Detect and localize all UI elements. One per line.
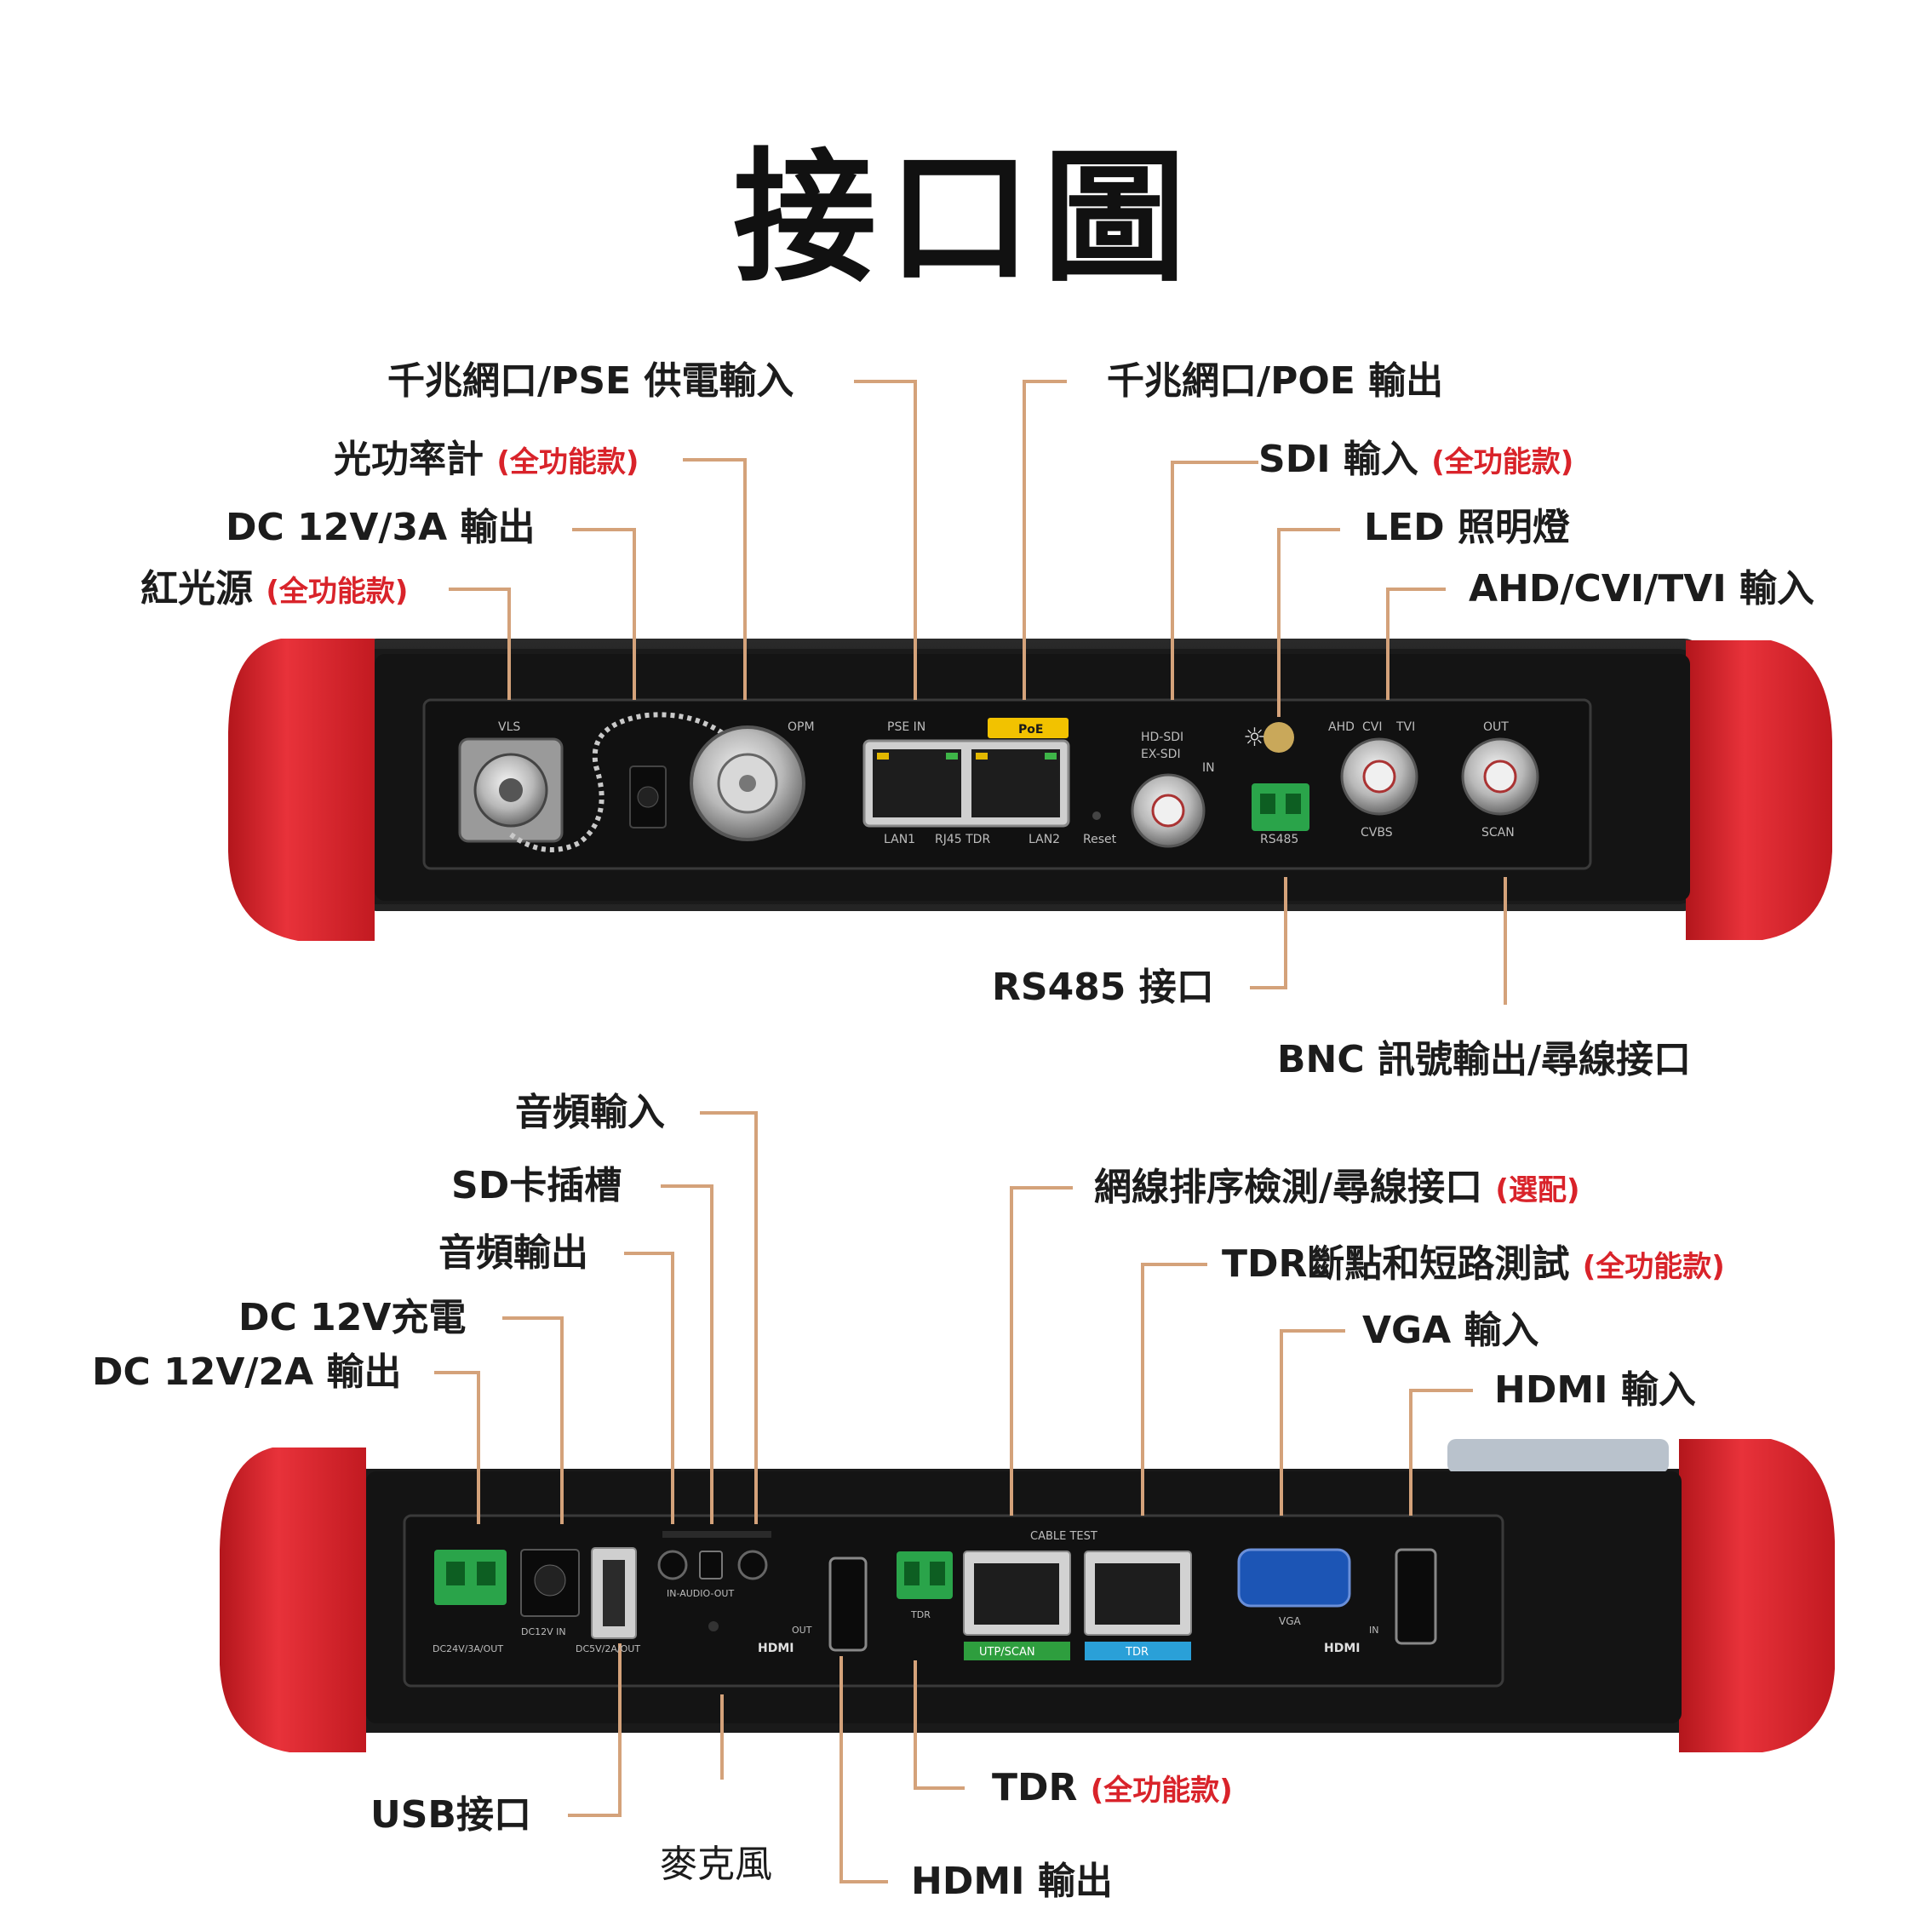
callout-tdr-break: TDR斷點和短路測試 (全功能款): [1222, 1239, 1725, 1293]
poe-badge: [988, 718, 1069, 738]
hdmi-out-silk: OUT: [792, 1625, 812, 1636]
left-bumper-top: [228, 639, 375, 941]
callout-cable-sequence-label: 網線排序檢測/尋線接口: [1094, 1166, 1483, 1209]
dc12v-in-silk: DC12V IN: [521, 1626, 566, 1637]
opm-silk: OPM: [788, 720, 815, 734]
full-version-note: (全功能款): [266, 575, 409, 609]
lan2-silk: LAN2: [1029, 833, 1060, 846]
sd-slot: [699, 1551, 723, 1579]
right-bumper-top: [1686, 640, 1832, 940]
callout-audio-out: 音頻輸出: [438, 1231, 588, 1275]
rs485-silk: RS485: [1260, 833, 1298, 846]
tdr-silk: TDR: [910, 1609, 931, 1620]
leader-lines: [434, 380, 1507, 1883]
lan1-silk: LAN1: [884, 833, 915, 846]
pse-in-silk: PSE IN: [887, 720, 925, 734]
full-version-note: (全功能款): [496, 445, 639, 479]
callout-dc12v2a-out: DC 12V/2A 輸出: [92, 1350, 402, 1394]
hdmi-in-port: [1395, 1548, 1437, 1645]
scan-silk: SCAN: [1481, 826, 1515, 840]
callout-bnc-out: BNC 訊號輸出/尋線接口: [1277, 1038, 1692, 1081]
utp-scan-silk: UTP/SCAN: [979, 1646, 1035, 1659]
cvbs-silk: CVBS: [1361, 826, 1393, 840]
silkscreen-labels: VLS OPM PSE IN PoE LAN1 RJ45 TDR LAN2 Re…: [433, 720, 1515, 1659]
tdr-rj45-port: [1095, 1563, 1180, 1625]
lan1-port: [873, 749, 961, 817]
right-bumper-bottom: [1679, 1439, 1835, 1752]
callout-led-light: LED 照明燈: [1364, 506, 1570, 549]
vls-silk: VLS: [498, 720, 520, 734]
full-version-note: (全功能款): [1090, 1774, 1233, 1808]
cvi-silk: CVI: [1362, 720, 1382, 734]
callout-rs485-port: RS485 接口: [992, 966, 1214, 1009]
hdmi-in-logo: HDMI: [1324, 1642, 1360, 1655]
sdi-in-silk: IN: [1202, 761, 1215, 775]
led-light: [1263, 722, 1294, 753]
hdmi-out-port: [828, 1556, 868, 1652]
audio-in-jack: [737, 1550, 768, 1580]
cable-test-silk: CABLE TEST: [1030, 1530, 1097, 1543]
full-version-note: (全功能款): [1431, 445, 1574, 479]
poe-silk: PoE: [1018, 723, 1043, 737]
callout-vga-in: VGA 輸入: [1362, 1309, 1539, 1352]
callout-cable-sequence: 網線排序檢測/尋線接口 (選配): [1094, 1162, 1579, 1216]
bottom-device: [220, 1439, 1835, 1752]
full-version-note: (全功能款): [1582, 1250, 1725, 1284]
page-title: 接口圖: [733, 135, 1198, 301]
dc5v-silk: DC5V/2A/OUT: [576, 1643, 640, 1654]
rj45-tdr-silk: RJ45 TDR: [935, 833, 990, 846]
out-silk: OUT: [1483, 720, 1509, 734]
utp-scan-port: [974, 1563, 1059, 1625]
callout-optical-power-meter-label: 光功率計: [334, 438, 484, 481]
callout-audio-in: 音頻輸入: [515, 1091, 665, 1134]
hdmi-in-silk: IN: [1369, 1625, 1378, 1636]
callout-gigabit-poe-out: 千兆網口/POE 輸出: [1107, 359, 1444, 403]
microphone-hole: [708, 1621, 719, 1631]
audio-silk: IN-AUDIO-OUT: [667, 1588, 734, 1599]
callout-hdmi-in: HDMI 輸入: [1494, 1368, 1696, 1412]
callout-tdr-break-label: TDR斷點和短路測試: [1222, 1242, 1570, 1286]
callout-gigabit-pse-in: 千兆網口/PSE 供電輸入: [387, 359, 794, 403]
svg-text:☼: ☼: [1243, 723, 1266, 753]
optional-note: (選配): [1495, 1173, 1580, 1207]
callout-dc12v-charge: DC 12V充電: [238, 1296, 467, 1339]
callout-ahd-cvi-tvi-in: AHD/CVI/TVI 輸入: [1469, 567, 1815, 611]
tvi-silk: TVI: [1395, 720, 1415, 734]
lan2-port: [971, 749, 1060, 817]
dc24v-terminal: [434, 1550, 507, 1605]
callout-mic: 麥克風: [660, 1843, 772, 1886]
callout-red-light-source: 紅光源 (全功能款): [140, 564, 408, 617]
callout-hdmi-out: HDMI 輸出: [911, 1860, 1113, 1903]
tdr-port-silk: TDR: [1125, 1646, 1149, 1659]
vga-silk: VGA: [1279, 1615, 1302, 1627]
reset-silk: Reset: [1083, 833, 1117, 846]
top-device: ☼: [228, 639, 1832, 941]
dc24v-silk: DC24V/3A/OUT: [433, 1643, 503, 1654]
callout-sd-slot: SD卡插槽: [451, 1164, 622, 1207]
hdmi-out-logo: HDMI: [758, 1642, 794, 1655]
ex-sdi-silk: EX-SDI: [1141, 748, 1181, 761]
callout-red-light-source-label: 紅光源: [140, 567, 253, 611]
callout-tdr: TDR (全功能款): [992, 1763, 1233, 1816]
callout-sdi-in: SDI 輸入 (全功能款): [1258, 434, 1573, 488]
left-bumper-bottom: [220, 1448, 366, 1752]
audio-out-jack: [657, 1550, 688, 1580]
reset-button: [1092, 811, 1101, 820]
vga-port: [1237, 1548, 1351, 1608]
callout-tdr-label: TDR: [992, 1766, 1078, 1809]
callout-dc12v3a-out: DC 12V/3A 輸出: [226, 506, 536, 549]
hd-sdi-silk: HD-SDI: [1141, 731, 1183, 744]
callout-optical-power-meter: 光功率計 (全功能款): [334, 434, 639, 488]
callout-sdi-in-label: SDI 輸入: [1258, 438, 1418, 481]
callout-usb: USB接口: [370, 1793, 531, 1837]
ahd-silk: AHD: [1328, 720, 1355, 734]
